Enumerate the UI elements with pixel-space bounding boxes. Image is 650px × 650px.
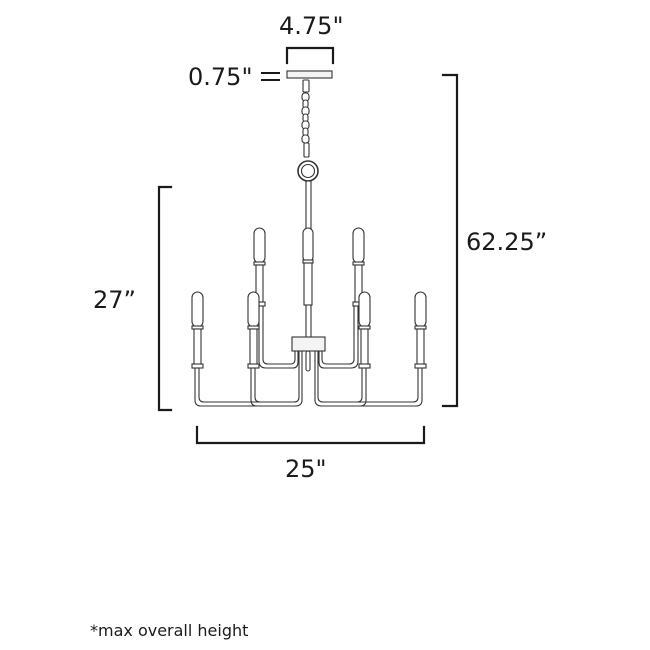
canopy-height-marker [261, 72, 280, 81]
hub [291, 336, 326, 352]
canopy [286, 70, 333, 79]
fixture-width-bracket [195, 425, 426, 445]
fixture-height-label: 27” [93, 286, 136, 314]
overall-height-label: 62.25” [466, 228, 548, 256]
canopy-width-label: 4.75" [279, 12, 344, 40]
candle-lower-inner-right [358, 291, 371, 369]
chandelier [191, 70, 427, 407]
canopy-width-bracket [285, 46, 335, 65]
fixture-height-bracket [157, 185, 173, 412]
overall-height-bracket [441, 73, 459, 408]
candle-upper-left [253, 227, 266, 307]
footnote: *max overall height [90, 621, 249, 640]
candle-lower-far-left [191, 291, 204, 369]
lower-arms [194, 351, 423, 407]
candle-lower-far-right [414, 291, 427, 369]
chain [297, 79, 319, 182]
canopy-height-label: 0.75" [188, 63, 253, 91]
candle-lower-inner-left [247, 291, 260, 369]
candle-upper-right [352, 227, 365, 307]
center-candle [302, 227, 314, 306]
fixture-width-label: 25" [285, 455, 327, 483]
